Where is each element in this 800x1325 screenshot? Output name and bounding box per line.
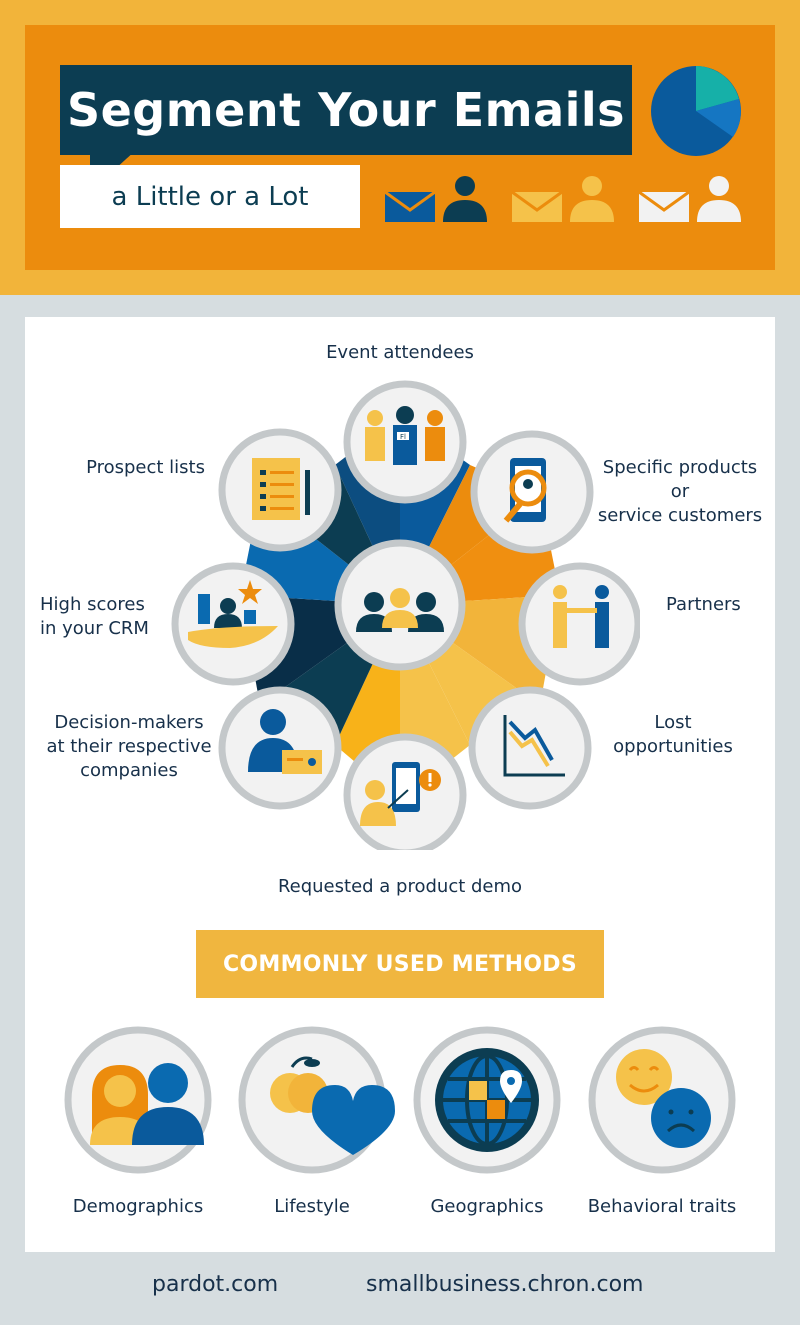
phone-magnifier-icon — [503, 458, 547, 523]
label-line: High scores — [40, 594, 145, 615]
person-icon — [570, 176, 614, 222]
handshake-icon — [553, 585, 609, 648]
group-icon — [356, 588, 444, 632]
footer-source-pardot[interactable]: pardot.com — [152, 1272, 279, 1297]
email-people-icons — [385, 176, 741, 222]
partners-circle — [518, 562, 640, 686]
phone-presenter-icon — [360, 762, 441, 826]
title-banner — [60, 65, 632, 155]
methods-icons — [64, 1026, 736, 1174]
lost-opportunities-circle — [468, 686, 592, 810]
label-line: or — [670, 481, 690, 502]
label-partners: Partners — [666, 594, 741, 615]
page-title: Segment Your Emails — [66, 83, 626, 137]
attendees-icon: Fl — [365, 406, 445, 465]
declining-chart-icon — [503, 715, 565, 777]
label-line: service customers — [597, 505, 763, 526]
score-hand-icon — [188, 580, 278, 648]
envelope-icon — [638, 190, 690, 222]
label-high-scores: High scores in your CRM — [40, 593, 180, 641]
method-label-lifestyle: Lifestyle — [274, 1196, 350, 1217]
label-decision-makers: Decision-makers at their respective comp… — [38, 711, 220, 783]
label-line: Lost — [654, 712, 692, 733]
label-line: companies — [80, 760, 178, 781]
label-line: at their respective — [46, 736, 212, 757]
subtitle-banner — [60, 165, 360, 228]
happy-sad-face-icon — [616, 1049, 711, 1148]
label-line: opportunities — [613, 736, 733, 757]
person-icon — [697, 176, 741, 222]
badge-text: Fl — [400, 433, 406, 441]
label-line: Decision-makers — [54, 712, 204, 733]
globe-pin-icon — [435, 1048, 539, 1152]
methods-heading: COMMONLY USED METHODS — [222, 951, 578, 977]
label-prospect-lists: Prospect lists — [86, 457, 205, 478]
label-line: in your CRM — [40, 618, 149, 639]
method-label-demographics: Demographics — [72, 1196, 204, 1217]
method-label-behavioral: Behavioral traits — [587, 1196, 737, 1217]
footer-source-chron[interactable]: smallbusiness.chron.com — [366, 1272, 644, 1297]
page-subtitle: a Little or a Lot — [111, 181, 309, 212]
demographics-icon — [90, 1063, 204, 1145]
segment-wheel: Fl — [171, 380, 640, 850]
pie-chart-icon — [651, 66, 741, 156]
envelope-icon — [385, 190, 436, 222]
label-specific-products: Specific products or service customers — [590, 456, 770, 528]
clipboard-list-icon — [252, 458, 310, 520]
label-line: Specific products — [602, 457, 758, 478]
methods-banner — [196, 930, 604, 998]
label-lost-opportunities: Lost opportunities — [603, 711, 743, 759]
business-card-icon — [248, 709, 322, 774]
label-product-demo: Requested a product demo — [277, 876, 523, 897]
method-label-geographics: Geographics — [430, 1196, 544, 1217]
person-icon — [443, 176, 487, 222]
apple-heart-icon — [270, 1056, 395, 1155]
envelope-icon — [511, 190, 563, 222]
label-event-attendees: Event attendees — [326, 342, 474, 363]
